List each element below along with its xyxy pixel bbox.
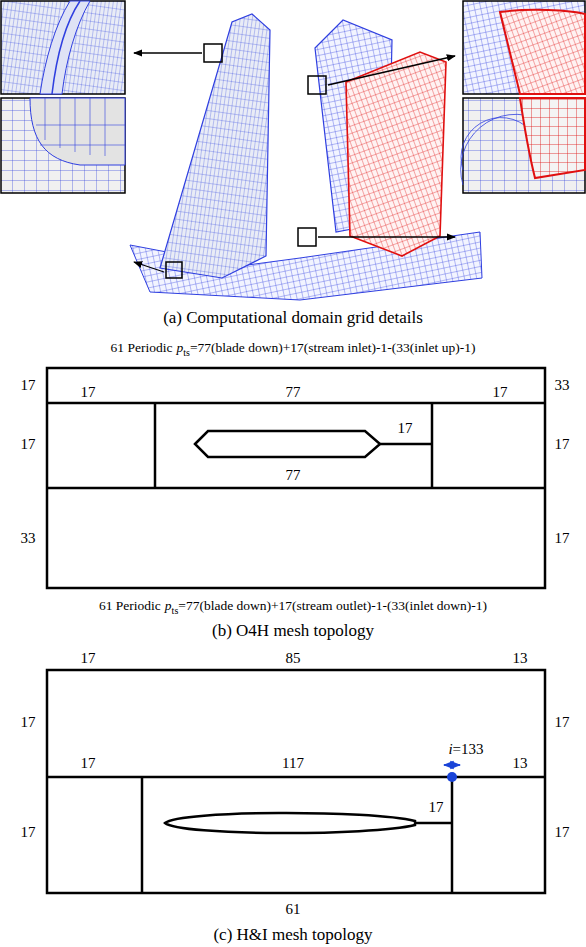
- node-count: 17: [555, 529, 570, 547]
- periodic-formula: =77(blade down)+17(stream outlet)-1-(33(…: [178, 598, 487, 613]
- zoom-inset: [1, 1, 585, 193]
- periodic-formula: p: [176, 340, 183, 355]
- panel-caption: (b) O4H mesh topology: [212, 622, 374, 641]
- node-count: 61: [286, 901, 301, 917]
- node-count: 17: [555, 435, 570, 453]
- node-count: 85: [286, 650, 301, 666]
- node-count: 17: [429, 799, 444, 815]
- index-label: =133: [453, 741, 484, 757]
- node-count: 17: [21, 435, 36, 453]
- node-count: 17: [81, 755, 96, 771]
- node-count: 17: [81, 650, 96, 666]
- node-count: 17: [81, 649, 96, 667]
- node-count: 17: [555, 824, 570, 840]
- node-count: 33: [555, 377, 570, 393]
- node-count: 17: [21, 823, 36, 841]
- node-count: 17: [555, 823, 570, 841]
- node-count: 77: [286, 384, 301, 400]
- node-count: 17: [21, 436, 36, 452]
- node-count: 17: [398, 420, 413, 436]
- periodic-formula: 61 Periodic pts=77(blade down)+17(stream …: [99, 596, 487, 616]
- o4h-topology: [47, 368, 545, 588]
- panel-caption: (b) O4H mesh topology: [212, 621, 374, 640]
- node-count: 17: [493, 383, 508, 401]
- node-count: 17: [555, 714, 570, 730]
- node-count: 33: [555, 376, 570, 394]
- node-count: 33: [21, 529, 36, 547]
- panel-caption: (a) Computational domain grid details: [163, 308, 423, 327]
- grid-render: [130, 14, 482, 300]
- node-count: 17: [21, 714, 36, 730]
- node-count: 85: [286, 649, 301, 667]
- node-count: 61: [286, 900, 301, 918]
- node-count: 17: [21, 824, 36, 840]
- panel-caption: (a) Computational domain grid details: [163, 309, 423, 328]
- index-point: [447, 772, 457, 782]
- node-count: 13: [513, 650, 528, 666]
- node-count: 33: [21, 530, 36, 546]
- node-count: 17: [493, 384, 508, 400]
- node-count: 17: [21, 376, 36, 394]
- hi-topology: [47, 670, 545, 893]
- node-count: 17: [429, 798, 444, 816]
- node-count: 117: [282, 754, 304, 772]
- node-count: 17: [21, 377, 36, 393]
- node-count: 77: [286, 466, 301, 484]
- node-count: 77: [286, 467, 301, 483]
- periodic-formula: ts: [183, 347, 190, 358]
- index-arrow: [444, 764, 460, 766]
- periodic-formula: =77(blade down)+17(stream inlet)-1-(33(i…: [190, 340, 476, 355]
- node-count: 13: [513, 755, 528, 771]
- node-count: 13: [513, 754, 528, 772]
- periodic-formula: 61 Periodic: [111, 340, 173, 355]
- node-count: 13: [513, 649, 528, 667]
- node-count: 77: [286, 383, 301, 401]
- node-count: 117: [282, 755, 304, 771]
- periodic-formula: 61 Periodic: [99, 598, 161, 613]
- node-count: 17: [81, 384, 96, 400]
- node-count: 17: [81, 383, 96, 401]
- node-count: 17: [398, 419, 413, 437]
- panel-caption: (c) H&I mesh topology: [213, 926, 372, 945]
- node-count: 17: [555, 530, 570, 546]
- node-count: 17: [555, 436, 570, 452]
- periodic-formula: p: [165, 598, 172, 613]
- node-count: 17: [21, 713, 36, 731]
- panel-caption: (c) H&I mesh topology: [213, 925, 372, 944]
- node-count: 17: [81, 754, 96, 772]
- node-count: 17: [555, 713, 570, 731]
- index-label: i=133: [448, 740, 483, 758]
- periodic-formula: ts: [172, 605, 179, 616]
- index-label: i: [448, 741, 452, 757]
- periodic-formula: 61 Periodicpts=77(blade down)+17(stream …: [111, 338, 476, 358]
